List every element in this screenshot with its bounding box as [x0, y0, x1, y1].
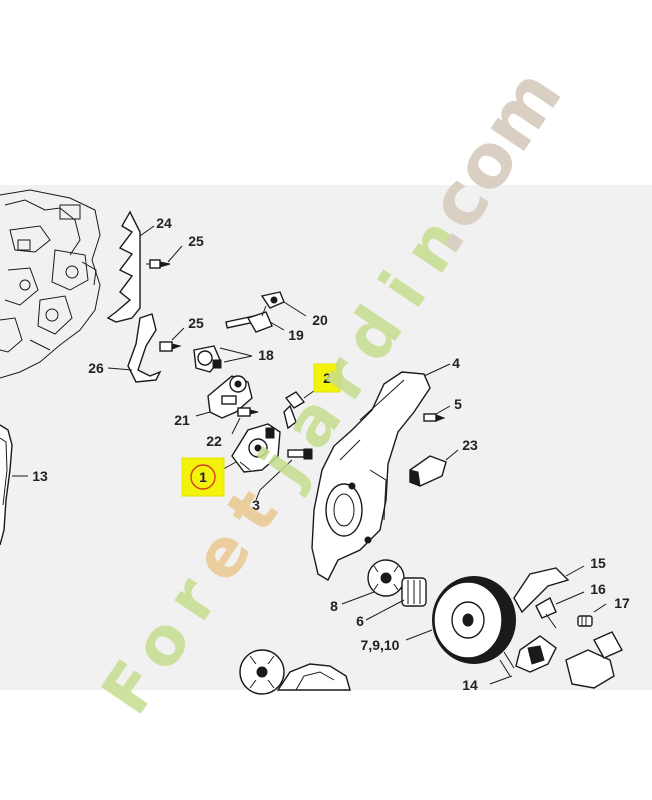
callout-14[interactable]: 14 — [462, 677, 478, 693]
bottom-gear-right-drawing — [276, 663, 351, 691]
screw-25-lower-drawing — [159, 341, 182, 352]
part-3-screw-drawing — [287, 448, 313, 460]
callout-3[interactable]: 3 — [252, 497, 260, 513]
part-4-cover-drawing — [311, 371, 431, 581]
part-13-drawing — [0, 424, 13, 546]
part-8-sprocket-drawing — [367, 559, 405, 597]
callout-21[interactable]: 21 — [174, 412, 190, 428]
callout-16[interactable]: 16 — [590, 581, 606, 597]
part-2-drawing — [283, 391, 306, 430]
callout-24[interactable]: 24 — [156, 215, 172, 231]
part-22-drawing — [237, 407, 259, 417]
callout-26[interactable]: 26 — [88, 360, 104, 376]
part-24-drawing — [106, 210, 141, 323]
callout-19[interactable]: 19 — [288, 327, 304, 343]
part-16-spring-drawing — [535, 597, 557, 629]
highlight-circle-part-1 — [190, 464, 216, 490]
clutch-drum-drawing — [432, 576, 516, 664]
callout-20[interactable]: 20 — [312, 312, 328, 328]
callout-8[interactable]: 8 — [330, 598, 338, 614]
part-5-screw-drawing — [423, 413, 446, 422]
callout-22[interactable]: 22 — [206, 433, 222, 449]
highlight-box-part-2 — [313, 363, 341, 393]
callout-7-9-10[interactable]: 7,9,10 — [361, 637, 400, 653]
callout-25-upper[interactable]: 25 — [188, 233, 204, 249]
part-23-drawing — [409, 455, 447, 487]
callout-6[interactable]: 6 — [356, 613, 364, 629]
callout-1[interactable]: 1 — [199, 469, 207, 485]
callout-25-lower[interactable]: 25 — [188, 315, 204, 331]
screw-25-upper-drawing — [146, 259, 171, 269]
callout-13[interactable]: 13 — [32, 468, 48, 484]
callout-4[interactable]: 4 — [452, 355, 460, 371]
part-14-drawing — [499, 631, 623, 689]
bottom-gear-left-drawing — [239, 649, 285, 695]
part-1-oil-pump-drawing — [231, 423, 281, 473]
callout-17[interactable]: 17 — [614, 595, 630, 611]
part-15-shoe-drawing — [513, 567, 570, 614]
callout-18[interactable]: 18 — [258, 347, 274, 363]
callout-15[interactable]: 15 — [590, 555, 606, 571]
callout-2[interactable]: 2 — [323, 370, 331, 386]
part-17-drawing — [577, 615, 593, 627]
callout-5[interactable]: 5 — [454, 396, 462, 412]
part-26-drawing — [127, 313, 162, 383]
part-6-bearing-drawing — [401, 577, 427, 607]
engine-block-drawing — [0, 189, 101, 379]
callout-23[interactable]: 23 — [462, 437, 478, 453]
